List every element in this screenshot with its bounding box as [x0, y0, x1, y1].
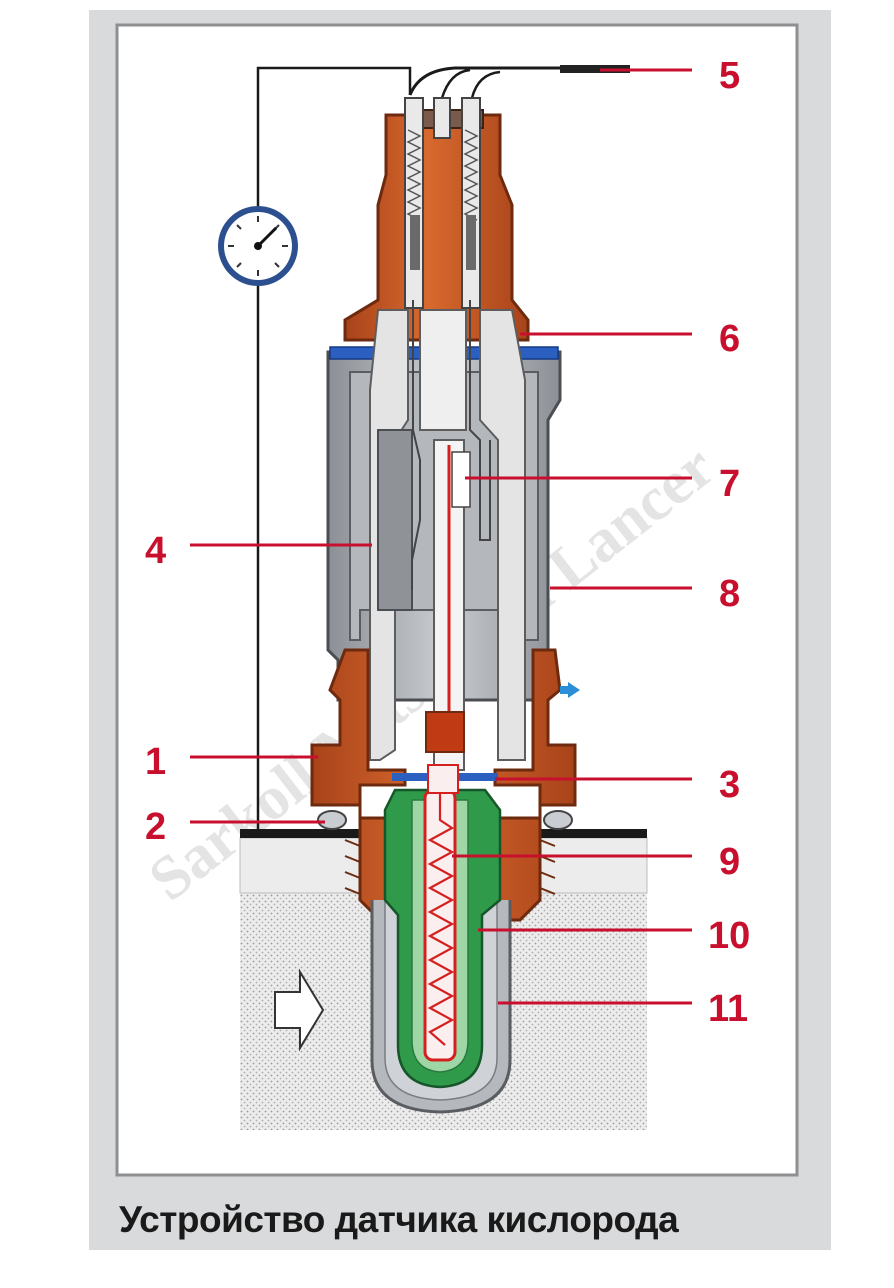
callout-1: 1	[145, 741, 166, 783]
callout-2: 2	[145, 806, 166, 848]
callout-11: 11	[708, 988, 748, 1030]
callout-7: 7	[719, 463, 740, 505]
callout-8: 8	[719, 573, 740, 615]
contact-sleeve	[377, 429, 413, 611]
diagram-caption: Устройство датчика кислорода	[119, 1199, 679, 1240]
signal-wire	[256, 66, 412, 829]
callout-4: 4	[145, 530, 166, 572]
upper-connector-housing	[343, 113, 530, 342]
callout-5: 5	[719, 55, 740, 97]
callout-lines	[190, 68, 692, 1005]
sealing-gasket-right	[543, 810, 573, 830]
threaded-body	[310, 648, 577, 922]
heater-contact-block	[425, 711, 465, 753]
callout-10: 10	[708, 915, 750, 957]
terminal-springs	[404, 97, 481, 309]
sealing-gasket	[317, 810, 347, 830]
heater-coil	[427, 790, 455, 1046]
ceramic-insulator-right	[479, 309, 526, 761]
center-insulator	[419, 309, 467, 431]
heater-lead-box	[427, 764, 459, 794]
vent-arrow-icon	[560, 682, 580, 698]
gas-flow-arrow-icon	[274, 968, 325, 1052]
voltmeter-gauge-icon	[218, 206, 298, 286]
connector-cable	[408, 65, 630, 99]
callout-9: 9	[719, 841, 740, 883]
callout-6: 6	[719, 318, 740, 360]
internal-leads	[411, 300, 491, 590]
callout-3: 3	[719, 764, 740, 806]
